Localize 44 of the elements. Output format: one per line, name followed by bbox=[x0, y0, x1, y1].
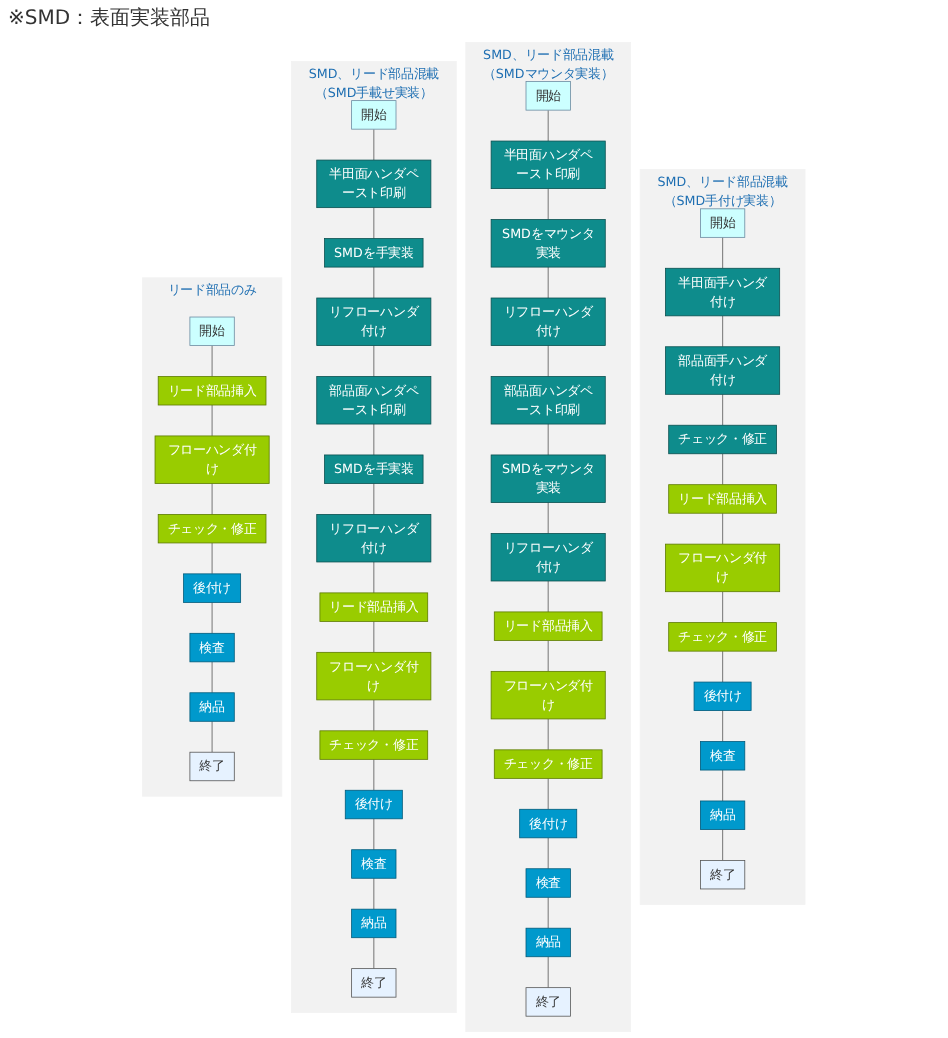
connector bbox=[373, 877, 375, 910]
connector bbox=[547, 423, 550, 456]
connector bbox=[547, 580, 550, 613]
connector bbox=[722, 650, 724, 683]
connector bbox=[547, 109, 550, 142]
connector bbox=[722, 315, 724, 348]
connector bbox=[373, 128, 375, 161]
connector bbox=[373, 561, 375, 594]
connector bbox=[211, 344, 213, 378]
connector bbox=[373, 207, 375, 240]
connector bbox=[373, 423, 375, 456]
connector bbox=[547, 266, 550, 299]
connector bbox=[722, 453, 724, 486]
connector bbox=[373, 620, 375, 653]
connector bbox=[547, 718, 550, 751]
note: ※SMD：表面実装部品 bbox=[8, 5, 213, 32]
connector bbox=[547, 639, 550, 672]
connector bbox=[211, 601, 213, 634]
connector bbox=[547, 777, 550, 810]
connector bbox=[373, 818, 375, 851]
connector bbox=[211, 542, 213, 575]
connector bbox=[722, 393, 724, 426]
connector bbox=[547, 188, 550, 221]
connector bbox=[722, 236, 724, 269]
connector bbox=[722, 591, 724, 624]
connector bbox=[547, 956, 550, 989]
connector bbox=[547, 837, 550, 870]
connector bbox=[373, 266, 375, 299]
connector bbox=[373, 482, 375, 515]
connector bbox=[722, 769, 724, 802]
connector bbox=[211, 720, 213, 753]
connector bbox=[373, 758, 375, 791]
connector bbox=[722, 710, 724, 743]
connector bbox=[547, 344, 550, 378]
connector bbox=[211, 661, 213, 694]
connector bbox=[211, 404, 213, 437]
connector bbox=[722, 828, 724, 861]
connector bbox=[547, 501, 550, 535]
connector bbox=[211, 482, 213, 515]
connector bbox=[722, 512, 724, 545]
connector bbox=[547, 896, 550, 929]
connector bbox=[373, 937, 375, 970]
connector bbox=[373, 344, 375, 378]
connector bbox=[373, 699, 375, 732]
